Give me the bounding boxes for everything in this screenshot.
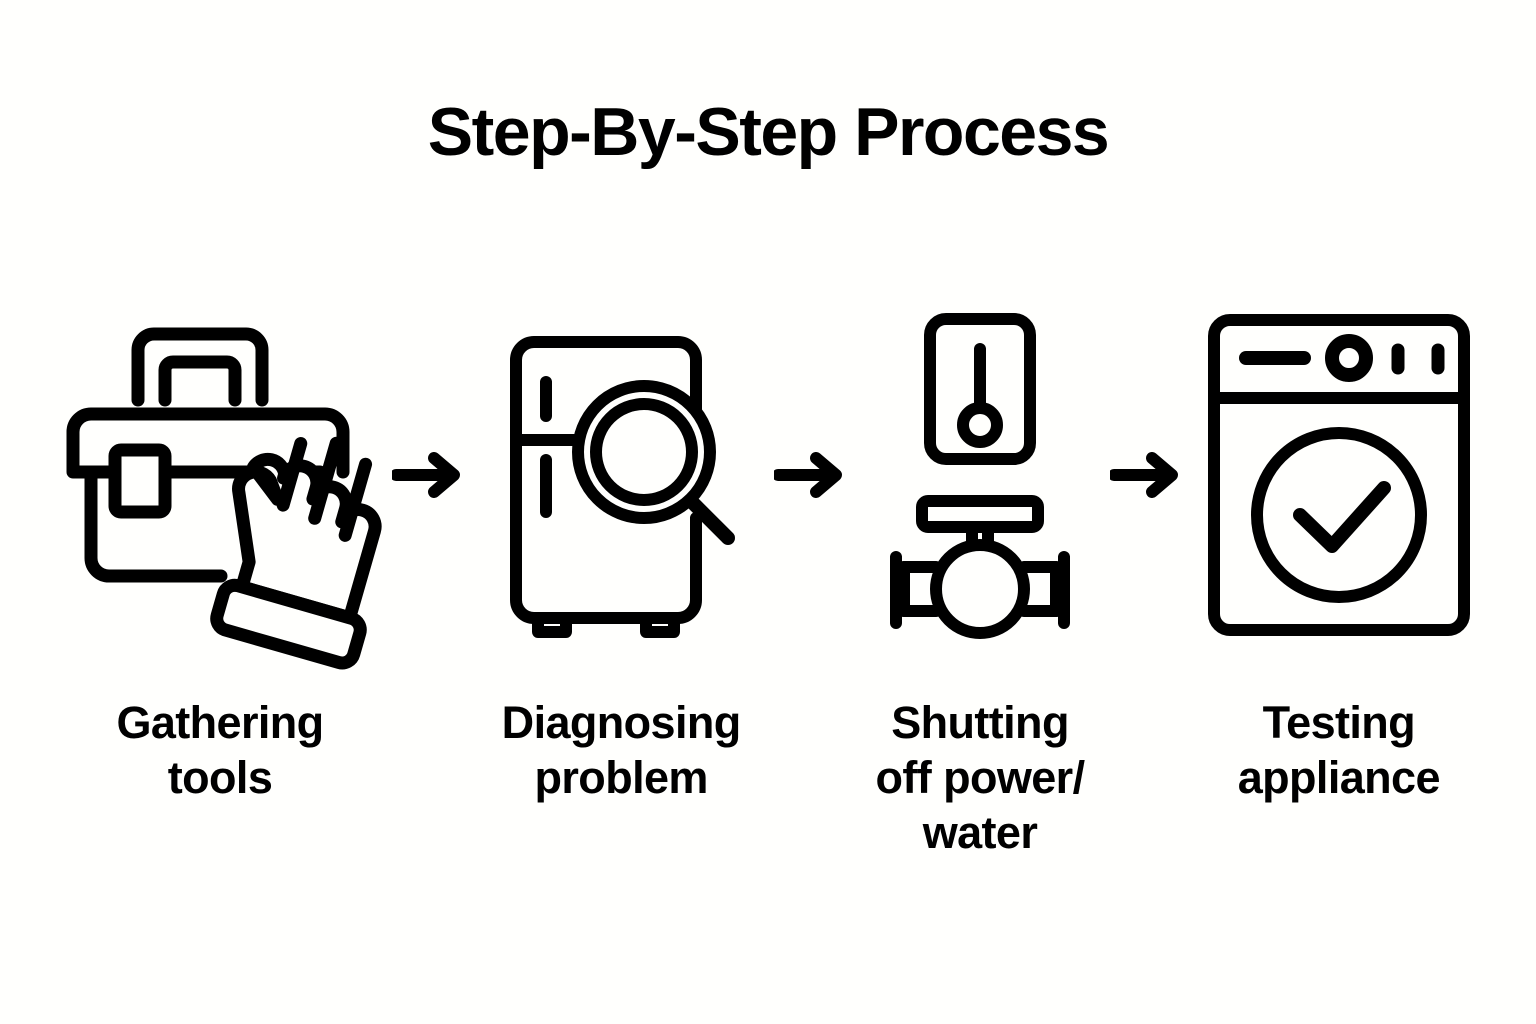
process-step-2: Diagnosing problem [480, 300, 762, 806]
process-step-3-label: Shutting off power/ water [875, 697, 1086, 858]
process-step-4-label: Testing appliance [1237, 697, 1441, 803]
washing-machine-checkmark-icon [1204, 300, 1474, 650]
arrow-step-1-to-2 [380, 300, 480, 650]
process-flow: Gathering tools [60, 300, 1480, 861]
page-title: Step-By-Step Process [427, 94, 1110, 170]
arrow-step-2-to-3 [762, 300, 862, 650]
arrow-step-3-to-4 [1098, 300, 1198, 650]
process-step-1-label: Gathering tools [116, 697, 324, 803]
process-step-4: Testing appliance [1198, 300, 1480, 806]
refrigerator-with-magnifier-icon [496, 300, 746, 650]
process-step-2-label: Diagnosing problem [501, 697, 742, 803]
process-step-3: Shutting off power/ water [862, 300, 1097, 861]
pressure-gauge-and-valve-icon [880, 300, 1080, 650]
